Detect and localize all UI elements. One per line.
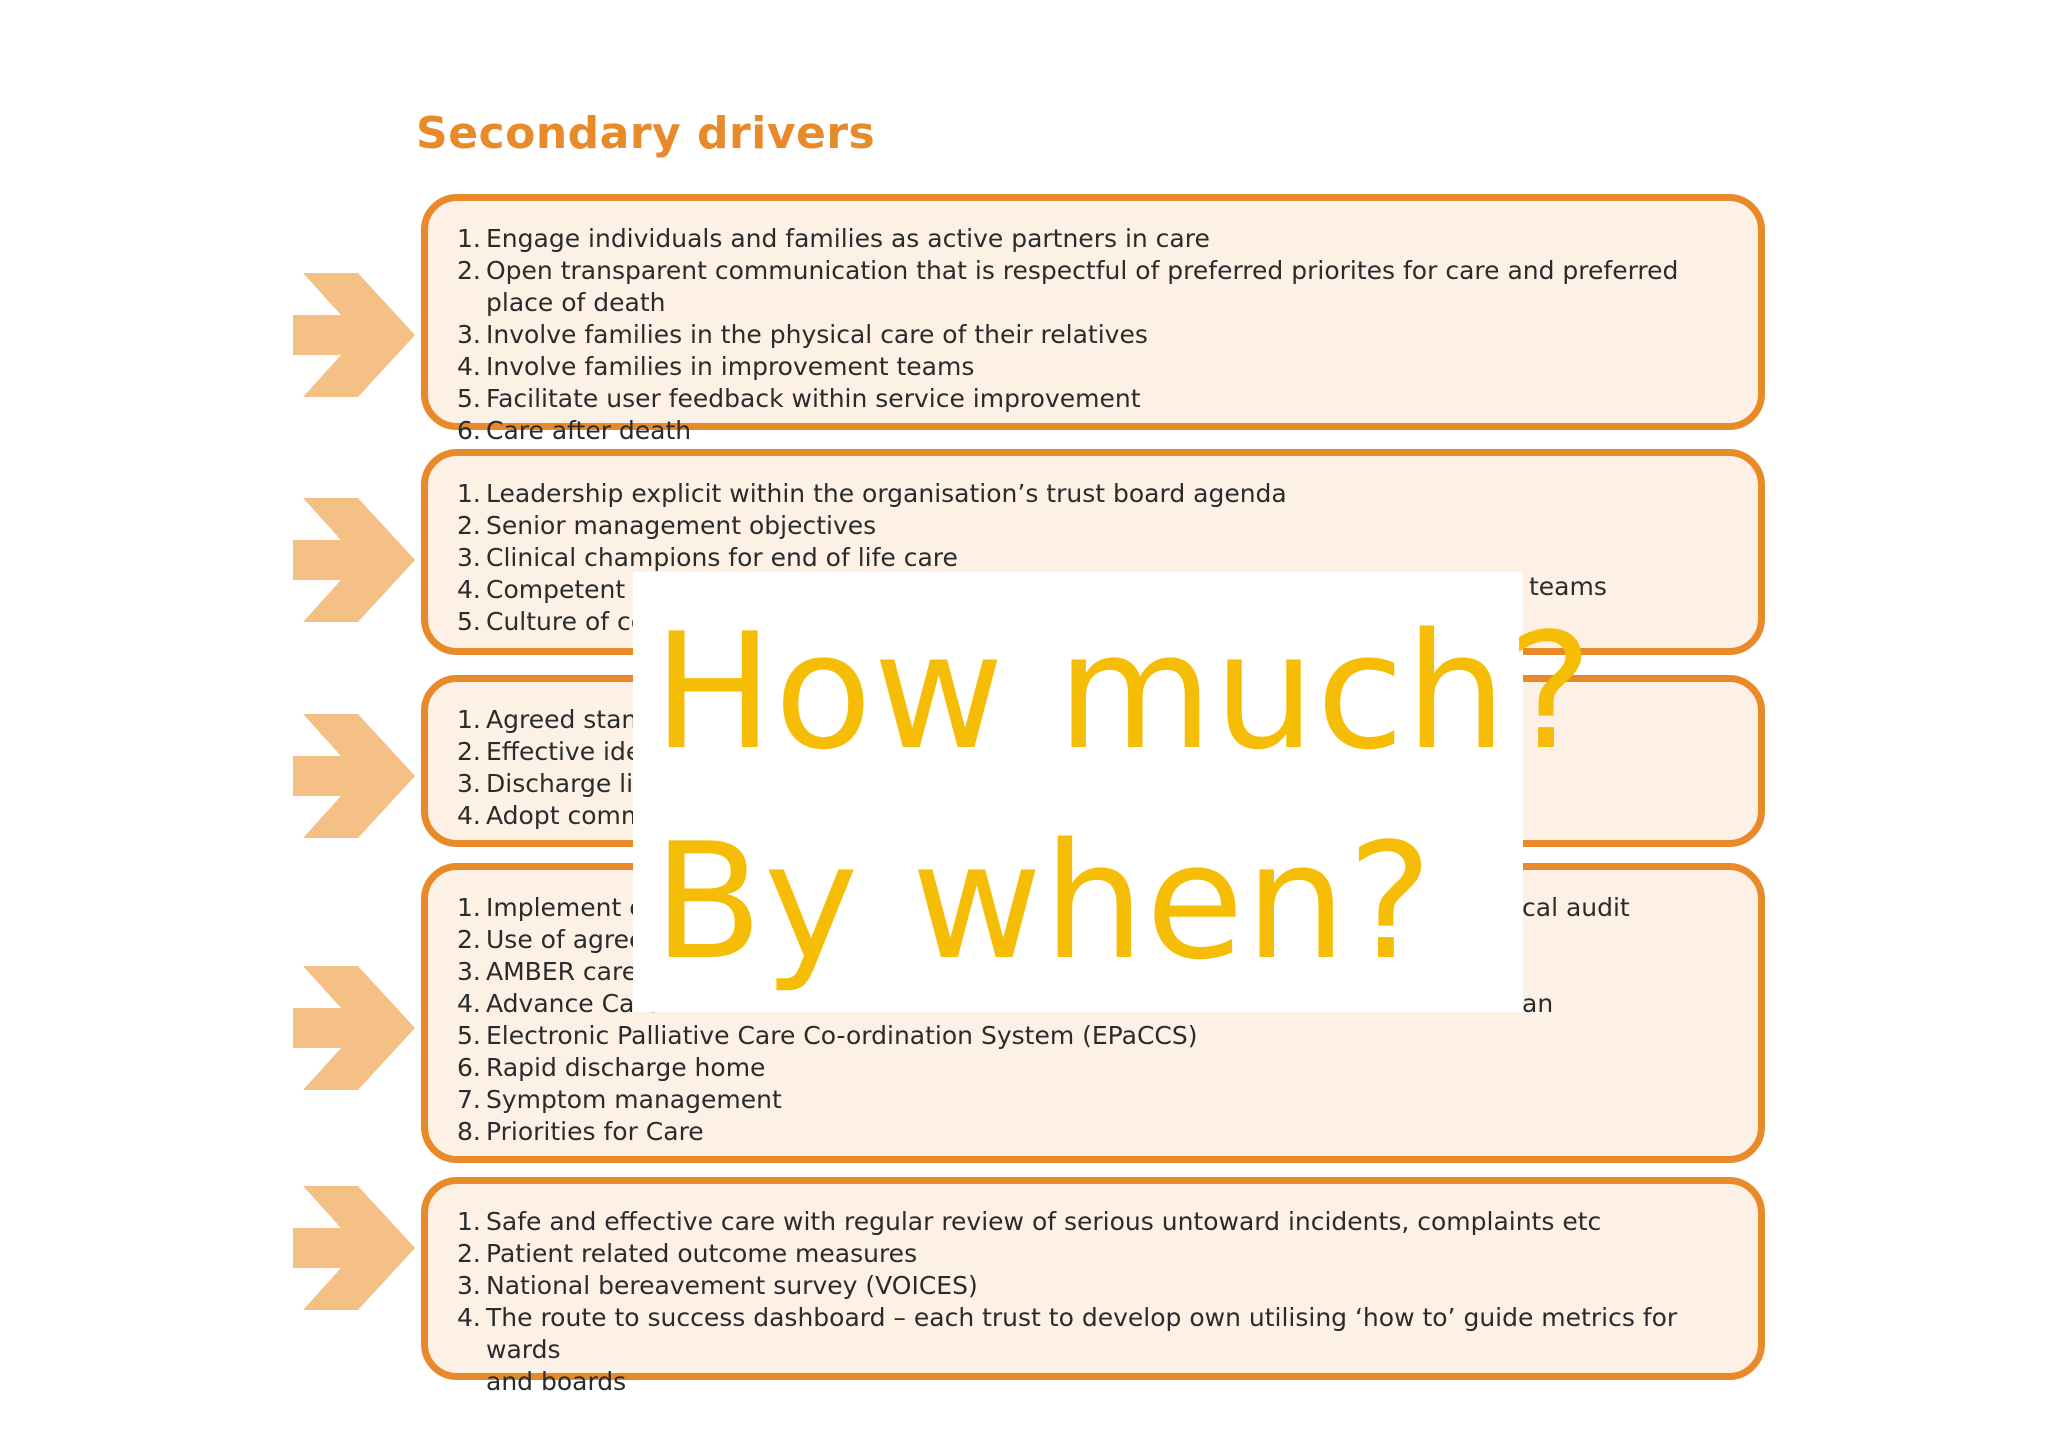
overlay-line-how-much: How much?: [653, 598, 1594, 785]
partial-text: teams: [1529, 572, 1607, 601]
question-overlay: How much? By when?: [633, 572, 1592, 1012]
list-item: 2.Patient related outcome measures: [457, 1239, 918, 1268]
list-item: 2.Senior management objectives: [457, 511, 877, 540]
list-item: 6.Care after death: [457, 416, 692, 445]
list-item: 4.Involve families in improvement teams: [457, 352, 975, 381]
overlay-line-by-when: By when?: [653, 808, 1434, 995]
arrow-icon: [293, 966, 415, 1090]
list-item: 8.Priorities for Care: [457, 1117, 704, 1146]
list-item: 5.Facilitate user feedback within servic…: [457, 384, 1141, 413]
driver-box-5: 1.Safe and effective care with regular r…: [421, 1177, 1765, 1396]
arrow-icon: [293, 1186, 415, 1310]
list-item: 4.Adopt comm: [457, 801, 646, 830]
arrow-icon: [293, 498, 415, 622]
list-item: 3.AMBER care b: [457, 957, 661, 986]
list-item: 6.Rapid discharge home: [457, 1053, 766, 1082]
list-item: 2.Open transparent communication that is…: [457, 256, 1679, 317]
list-item: 3.Clinical champions for end of life car…: [457, 543, 958, 572]
arrow-icon: [293, 273, 415, 397]
list-item: 3.National bereavement survey (VOICES): [457, 1271, 978, 1300]
page-title: Secondary drivers: [416, 108, 876, 159]
partial-text: an: [1522, 989, 1554, 1018]
driver-box-1: 1.Engage individuals and families as act…: [421, 194, 1765, 445]
arrow-icon: [293, 714, 415, 838]
partial-text: cal audit: [1522, 893, 1630, 922]
list-item: 4.Advance Care: [457, 989, 660, 1018]
list-item: 3.Involve families in the physical care …: [457, 320, 1148, 349]
list-item: 5.Electronic Palliative Care Co-ordinati…: [457, 1021, 1198, 1050]
list-item: 1.Engage individuals and families as act…: [457, 224, 1210, 253]
list-item: 4.The route to success dashboard – each …: [457, 1303, 1678, 1396]
list-item: 1.Leadership explicit within the organis…: [457, 479, 1287, 508]
list-item: 1.Safe and effective care with regular r…: [457, 1207, 1602, 1236]
list-item: 7.Symptom management: [457, 1085, 782, 1114]
list-item: 5.Culture of co: [457, 607, 647, 636]
